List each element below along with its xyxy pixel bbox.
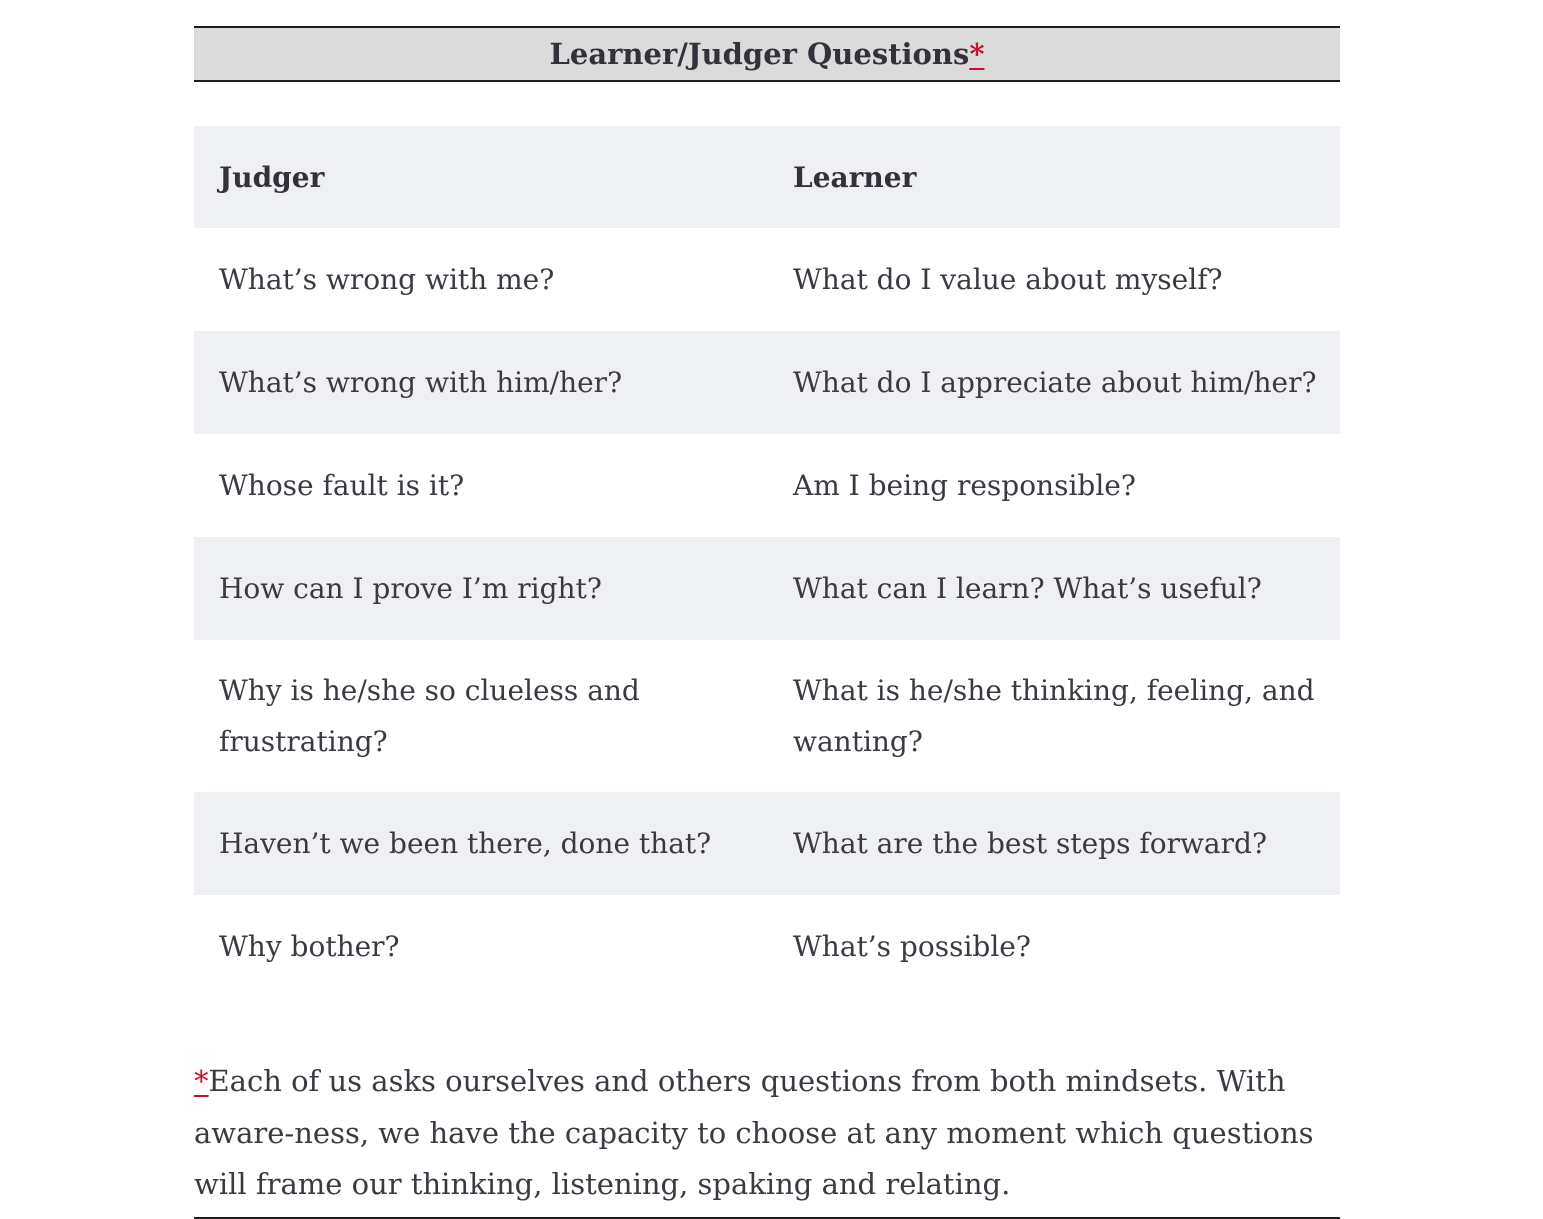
judger-question: What’s wrong with me?: [219, 263, 555, 296]
judger-question: Why is he/she so clueless and frustratin…: [219, 674, 640, 758]
learner-question: What can I learn? What’s useful?: [793, 572, 1262, 605]
table-row: What’s wrong with him/her? What do I app…: [194, 331, 1340, 434]
title-footnote-link[interactable]: *: [969, 37, 985, 71]
table-header-row: Judger Learner: [194, 126, 1340, 228]
learner-question: What is he/she thinking, feeling, and wa…: [793, 674, 1315, 758]
footnote: *Each of us asks ourselves and others qu…: [194, 1056, 1340, 1219]
judger-question: What’s wrong with him/her?: [219, 366, 623, 399]
table-row: How can I prove I’m right? What can I le…: [194, 537, 1340, 640]
table-row: Haven’t we been there, done that? What a…: [194, 792, 1340, 895]
section-title: Learner/Judger Questions: [549, 37, 970, 71]
section-title-bar: Learner/Judger Questions*: [194, 26, 1340, 82]
table-row: Why is he/she so clueless and frustratin…: [194, 640, 1340, 792]
footnote-text: Each of us asks ourselves and others que…: [194, 1064, 1314, 1201]
learner-question: What do I value about myself?: [793, 263, 1223, 296]
judger-question: Whose fault is it?: [219, 469, 465, 502]
learner-question: What are the best steps forward?: [793, 827, 1267, 860]
judger-question: Haven’t we been there, done that?: [219, 827, 712, 860]
learner-question: What do I appreciate about him/her?: [793, 366, 1317, 399]
learner-column-header: Learner: [793, 160, 917, 194]
learner-judger-section: Learner/Judger Questions* Judger Learner…: [194, 26, 1340, 1219]
judger-question: How can I prove I’m right?: [219, 572, 602, 605]
table-row: Why bother? What’s possible?: [194, 895, 1340, 998]
learner-question: What’s possible?: [793, 930, 1031, 963]
table-row: What’s wrong with me? What do I value ab…: [194, 228, 1340, 331]
table-row: Whose fault is it? Am I being responsibl…: [194, 434, 1340, 537]
learner-question: Am I being responsible?: [793, 469, 1136, 502]
questions-table: Judger Learner What’s wrong with me? Wha…: [194, 126, 1340, 998]
judger-question: Why bother?: [219, 930, 400, 963]
judger-column-header: Judger: [219, 160, 325, 194]
footnote-marker-link[interactable]: *: [194, 1064, 209, 1098]
